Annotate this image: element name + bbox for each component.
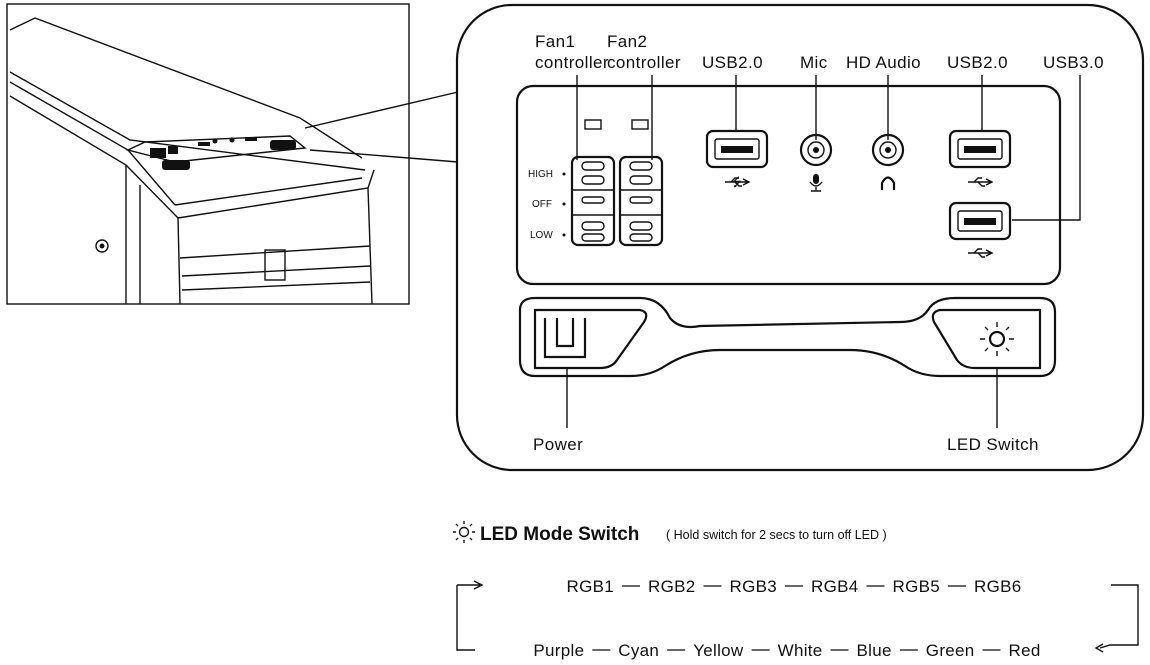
label-fan2-line1: Fan2 xyxy=(607,32,647,51)
led-color-purple: Purple xyxy=(533,641,584,660)
label-led-switch: LED Switch xyxy=(947,435,1039,454)
led-mode-section: LED Mode Switch ( Hold switch for 2 secs… xyxy=(453,521,1139,660)
led-color-white: White xyxy=(778,641,823,660)
label-fan1-line1: Fan1 xyxy=(535,32,575,51)
mini-power-button xyxy=(162,160,190,170)
cycle-arrow-return xyxy=(1099,584,1139,649)
zoomed-io-panel: Fan1 controller Fan2 controller USB2.0 M… xyxy=(455,3,1145,472)
led-mode-rgb3: RGB3 xyxy=(730,577,778,596)
label-fan2-line2: controller xyxy=(607,53,681,72)
usb2-port-left[interactable] xyxy=(705,129,769,169)
label-fan1-line2: controller xyxy=(535,53,609,72)
fan-position-low: LOW xyxy=(530,230,553,241)
led-mode-note: ( Hold switch for 2 secs to turn off LED… xyxy=(666,528,887,542)
fan-position-high: HIGH xyxy=(528,169,553,180)
label-usb-right: USB2.0 xyxy=(947,53,1008,72)
mic-jack[interactable] xyxy=(799,133,833,167)
led-color-green: Green xyxy=(926,641,975,660)
callout-line-top xyxy=(304,91,459,129)
usb3-port[interactable] xyxy=(948,201,1012,241)
cycle-arrow-start xyxy=(457,580,484,590)
usb-icon xyxy=(968,177,994,187)
led-mode-rgb4: RGB4 xyxy=(811,577,859,596)
label-hd-audio: HD Audio xyxy=(846,53,921,72)
fan-position-off: OFF xyxy=(532,199,552,210)
label-mic: Mic xyxy=(800,53,828,72)
power-button[interactable] xyxy=(533,308,648,370)
fan1-controller-slider[interactable] xyxy=(570,155,616,247)
led-color-yellow: Yellow xyxy=(693,641,744,660)
headphone-icon xyxy=(880,176,896,190)
led-color-blue: Blue xyxy=(857,641,892,660)
label-usb3: USB3.0 xyxy=(1043,53,1104,72)
led-mode-rgb6: RGB6 xyxy=(974,577,1022,596)
mini-led-button xyxy=(270,140,296,150)
button-bezel xyxy=(518,296,1057,378)
port-plate xyxy=(515,84,1062,286)
case-illustration xyxy=(6,3,410,305)
led-mode-title: LED Mode Switch xyxy=(480,524,639,545)
fan1-led-indicator xyxy=(584,119,602,130)
fan2-led-indicator xyxy=(631,119,649,130)
microphone-icon xyxy=(809,174,823,192)
case-illustration-frame xyxy=(6,3,410,305)
led-mode-rgb1: RGB1 xyxy=(567,577,615,596)
color-sequence-row: Purple Cyan Yellow White Blue Green Red xyxy=(533,641,1040,660)
zoom-callout-frame xyxy=(455,3,1145,472)
power-icon xyxy=(543,318,587,359)
label-usb-left: USB2.0 xyxy=(702,53,763,72)
fan2-controller-slider[interactable] xyxy=(618,155,664,247)
rgb-sequence-row: RGB1 RGB2 RGB3 RGB4 RGB5 RGB6 xyxy=(567,577,1022,596)
led-color-cyan: Cyan xyxy=(618,641,659,660)
led-color-red: Red xyxy=(1009,641,1041,660)
led-mode-rgb5: RGB5 xyxy=(893,577,941,596)
callout-line-bottom xyxy=(309,149,459,163)
screw-icon xyxy=(95,239,109,253)
usb2-port-right[interactable] xyxy=(948,129,1012,169)
sun-icon xyxy=(453,521,475,543)
led-switch-button[interactable] xyxy=(931,308,1042,370)
sun-icon xyxy=(980,322,1014,356)
hd-audio-jack[interactable] xyxy=(871,133,905,167)
label-power: Power xyxy=(533,435,583,454)
usb-icon xyxy=(968,248,994,258)
led-mode-rgb2: RGB2 xyxy=(648,577,696,596)
